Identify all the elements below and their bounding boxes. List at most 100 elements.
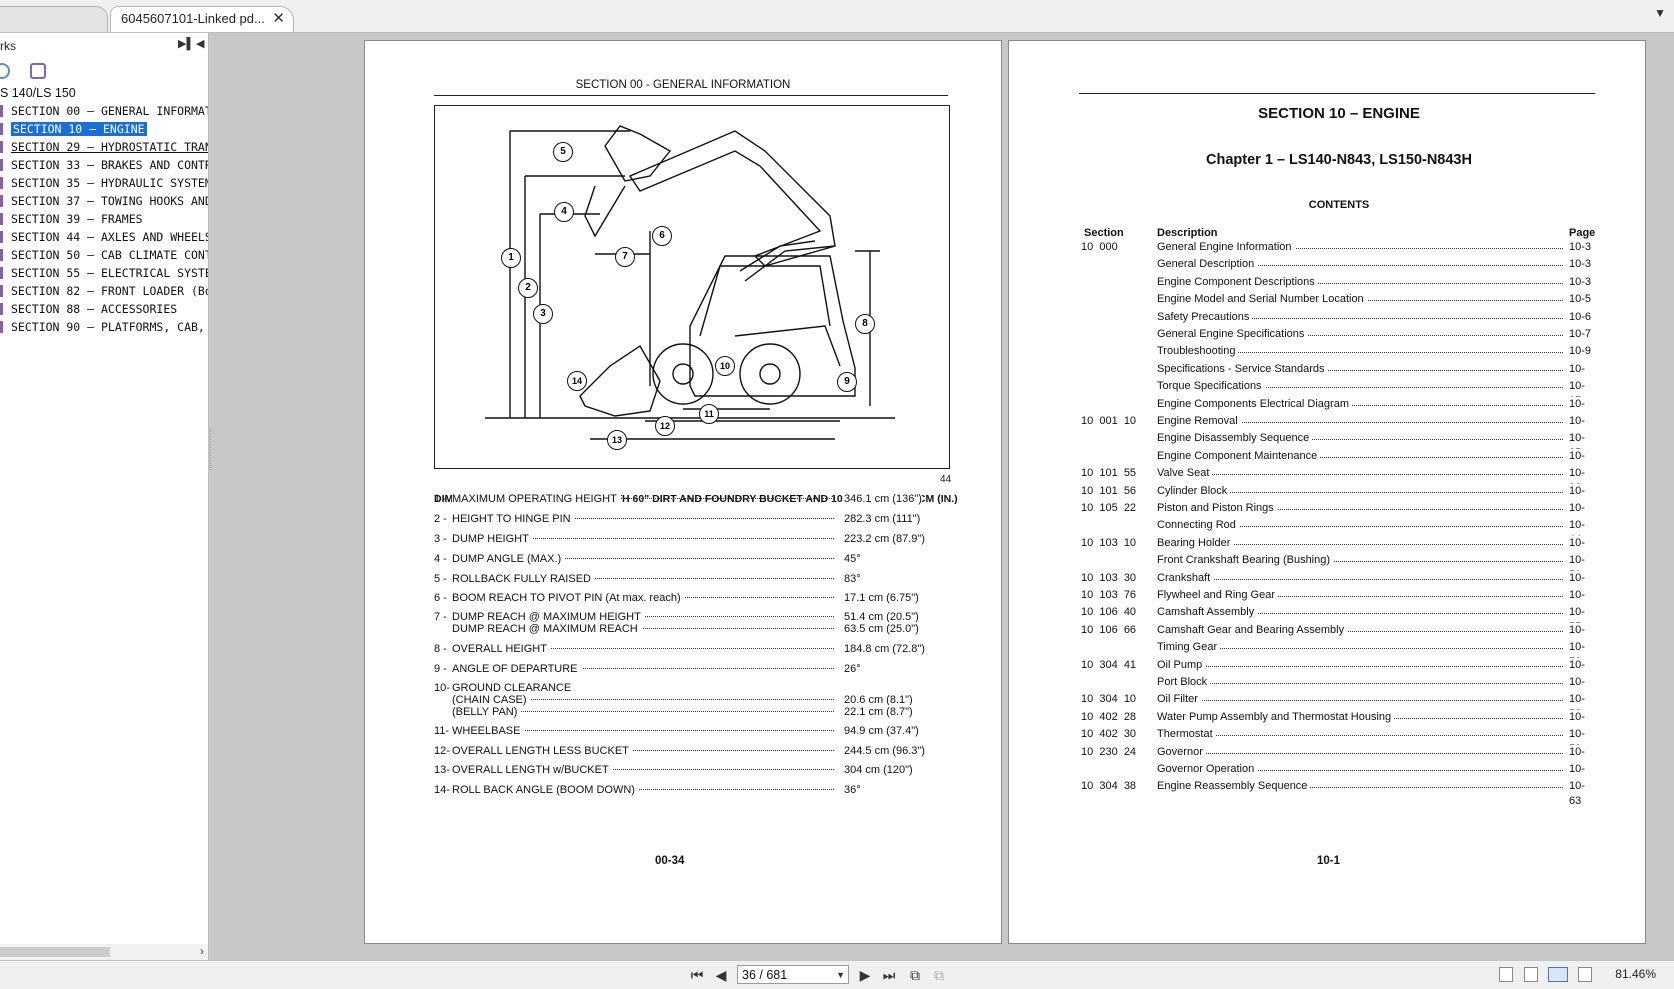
toc-description: Engine Component Maintenance	[1157, 448, 1321, 464]
tab-active-document[interactable]: 6045607101-Linked pd... ✕	[110, 6, 294, 32]
zoom-level[interactable]: 81.46%	[1615, 967, 1656, 981]
expand-panel-icon[interactable]: ▶▌	[178, 38, 195, 50]
toc-page: 10-3	[1567, 257, 1592, 273]
toc-row[interactable]: Engine Components Electrical Diagram10-1…	[1081, 396, 1597, 427]
next-page-icon[interactable]: ▶	[859, 967, 871, 983]
column-header-page: Page	[1569, 227, 1596, 239]
sidebar-item-label: SECTION 29 – HYDROSTATIC TRANSMISSION	[11, 140, 208, 154]
sidebar-item-section-33[interactable]: SECTION 33 – BRAKES AND CONTROLS	[0, 156, 208, 174]
toc-description: Engine Reassembly Sequence	[1157, 779, 1311, 795]
toc-description: Cylinder Block	[1157, 483, 1231, 499]
sidebar-item-section-10[interactable]: SECTION 10 – ENGINE	[0, 120, 208, 138]
toc-description: Camshaft Gear and Bearing Assembly	[1157, 622, 1348, 638]
first-page-icon[interactable]: ⏮	[690, 967, 704, 983]
callout-1: 1	[501, 248, 521, 268]
scrollbar-thumb[interactable]	[0, 947, 110, 957]
tab-inactive[interactable]	[0, 6, 108, 32]
sidebar-item-section-00[interactable]: SECTION 00 – GENERAL INFORMATION	[0, 102, 208, 120]
panel-splitter[interactable]	[210, 430, 215, 470]
dimension-label: ANGLE OF DEPARTURE	[452, 662, 582, 676]
dimension-label: OVERALL LENGTH LESS BUCKET	[452, 744, 633, 758]
sidebar-item-section-29[interactable]: SECTION 29 – HYDROSTATIC TRANSMISSION	[0, 138, 208, 156]
two-page-continuous-view-icon[interactable]	[1578, 967, 1592, 982]
callout-10: 10	[715, 356, 735, 376]
page-number-input[interactable]: 36 / 681 ▼	[737, 965, 849, 984]
toc-description: Engine Components Electrical Diagram	[1157, 396, 1352, 412]
toc-description: Governor Operation	[1157, 762, 1258, 777]
sidebar-item-section-44[interactable]: SECTION 44 – AXLES AND WHEELS	[0, 228, 208, 246]
sidebar-item-section-35[interactable]: SECTION 35 – HYDRAULIC SYSTEMS	[0, 174, 208, 192]
leader-dots	[452, 578, 834, 579]
continuous-view-icon[interactable]	[1524, 967, 1538, 982]
leader-dots	[1157, 613, 1563, 615]
sidebar-horizontal-scrollbar[interactable]: ›	[0, 944, 208, 960]
toc-row[interactable]: Front Crankshaft Bearing (Bushing)10-50	[1081, 553, 1597, 584]
scroll-right-icon[interactable]: ›	[200, 944, 204, 958]
tab-list-chevron-down-icon[interactable]: ▼	[1654, 6, 1666, 20]
sidebar-item-section-50[interactable]: SECTION 50 – CAB CLIMATE CONTROL	[0, 246, 208, 264]
close-tab-icon[interactable]: ✕	[272, 10, 285, 27]
two-page-view-icon[interactable]	[1548, 967, 1568, 982]
sidebar-item-section-39[interactable]: SECTION 39 – FRAMES	[0, 210, 208, 228]
leader-dots	[1157, 248, 1563, 249]
dimension-value: 20.6 cm (8.1")	[844, 693, 913, 707]
page-dropdown-icon[interactable]: ▼	[836, 970, 845, 980]
tree-root[interactable]: S 140/LS 150	[0, 86, 76, 100]
dimension-value: 22.1 cm (8.7")	[844, 705, 913, 719]
expand-all-icon[interactable]	[0, 63, 10, 79]
find-bookmark-icon[interactable]	[30, 63, 46, 79]
sidebar-item-label: SECTION 10 – ENGINE	[10, 121, 148, 137]
dimension-value: 94.9 cm (37.4")	[844, 724, 919, 738]
dimension-value: 184.8 cm (72.8")	[844, 642, 925, 656]
sidebar-item-section-82[interactable]: SECTION 82 – FRONT LOADER (Bo	[0, 282, 208, 300]
single-page-view-icon[interactable]	[1499, 967, 1513, 982]
dimension-row: 10-GROUND CLEARANCE	[434, 681, 944, 695]
sidebar-item-section-90[interactable]: SECTION 90 – PLATFORMS, CAB, B	[0, 318, 208, 336]
dimension-label: (BELLY PAN)	[452, 705, 522, 719]
last-page-icon[interactable]: ⏭	[882, 967, 896, 983]
next-view-icon[interactable]: ⧉	[934, 967, 944, 983]
dimension-label: ROLL BACK ANGLE (BOOM DOWN)	[452, 783, 639, 797]
sidebar-item-section-37[interactable]: SECTION 37 – TOWING HOOKS AND BALLAST	[0, 192, 208, 210]
sidebar-item-section-88[interactable]: SECTION 88 – ACCESSORIES	[0, 300, 208, 318]
sidebar-item-section-55[interactable]: SECTION 55 – ELECTRICAL SYSTEMS	[0, 264, 208, 282]
contents-heading: CONTENTS	[1308, 199, 1370, 211]
bookmark-icon	[0, 195, 3, 207]
previous-view-icon[interactable]: ⧉	[910, 967, 920, 983]
collapse-panel-icon[interactable]: ◀	[196, 38, 205, 50]
bookmark-icon	[0, 231, 3, 243]
previous-page-icon[interactable]: ◀	[715, 967, 727, 983]
